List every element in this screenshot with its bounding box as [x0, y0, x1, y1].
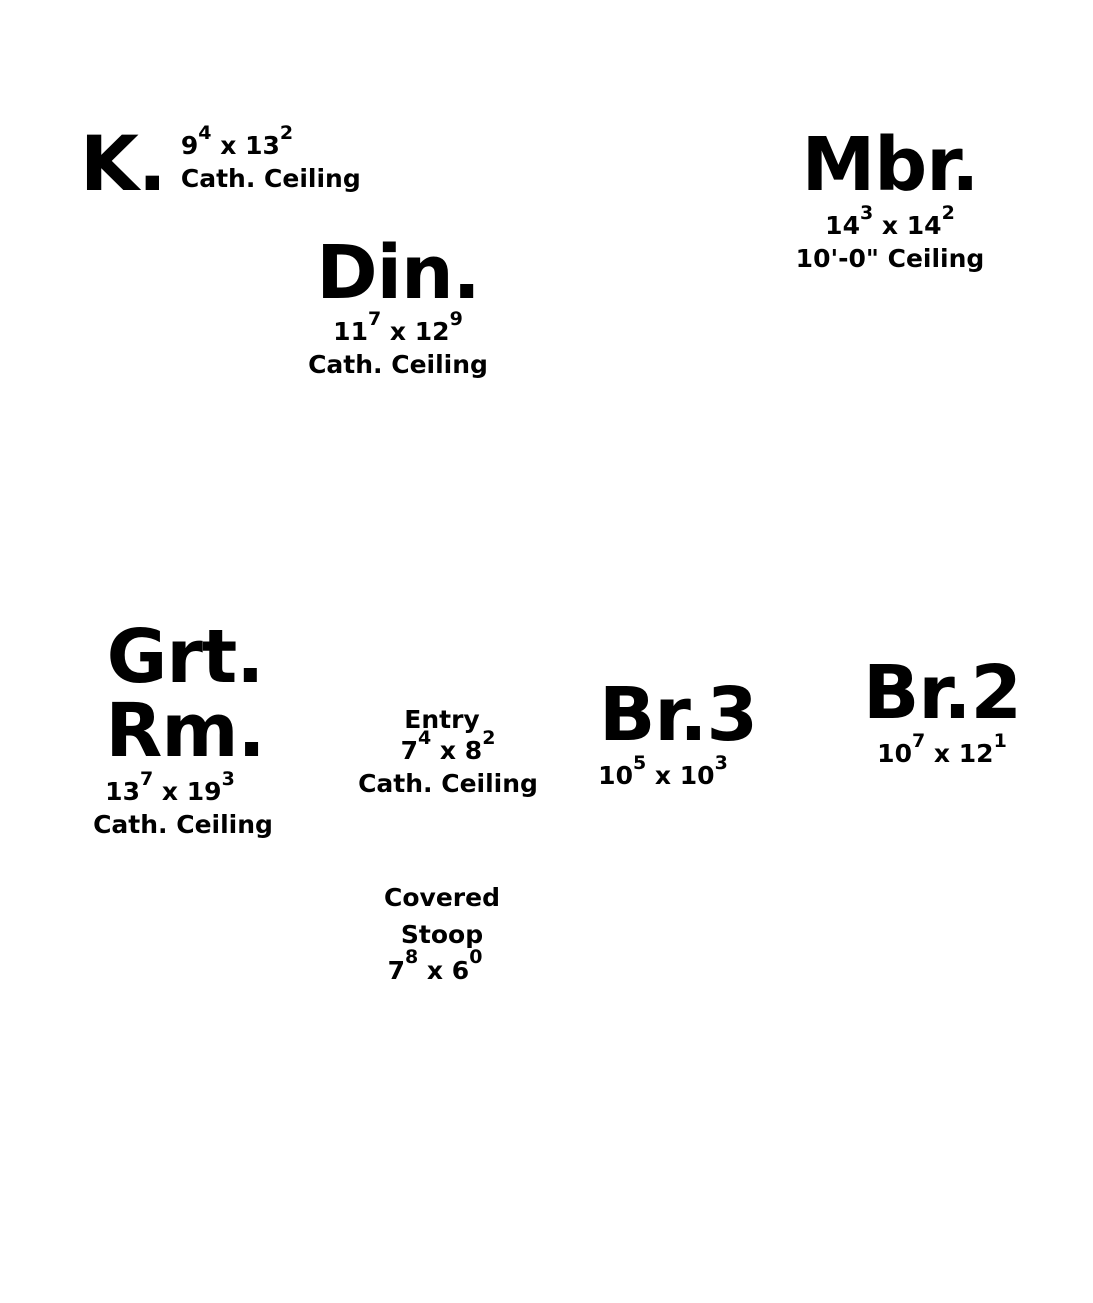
room-name-entry: Entry: [404, 705, 480, 734]
room-name-covered-stoop-line1: Covered: [384, 883, 500, 912]
room-master-bedroom: Mbr. 143 x 142 10'-0" Ceiling: [780, 128, 1000, 275]
dining-dimensions: 117 x 129: [333, 307, 463, 346]
room-name-master-bedroom: Mbr.: [801, 122, 980, 208]
great-room-dimensions: 137 x 193: [105, 767, 235, 806]
room-covered-stoop: Covered Stoop 78 x 60: [342, 882, 542, 987]
room-bedroom-2: Br.2 107 x 121: [842, 656, 1042, 771]
dining-ceiling: Cath. Ceiling: [308, 349, 488, 379]
room-name-covered-stoop-line2: Stoop: [400, 920, 484, 950]
room-name-great-room: Grt. Rm.: [105, 614, 265, 774]
covered-stoop-dimensions: 78 x 60: [387, 946, 483, 985]
great-room-ceiling: Cath. Ceiling: [93, 809, 273, 839]
room-great-room: Grt. Rm. 137 x 193 Cath. Ceiling: [30, 620, 340, 841]
entry-dimensions: 74 x 82: [400, 726, 496, 766]
room-name-bedroom-3: Br.3: [599, 672, 758, 758]
kitchen-dimensions: 94 x 132: [180, 121, 294, 160]
room-name-kitchen: K.: [80, 119, 167, 208]
room-name-dining: Din.: [316, 230, 481, 316]
entry-ceiling: Cath. Ceiling: [358, 768, 538, 798]
room-name-bedroom-2: Br.2: [863, 650, 1022, 736]
master-bedroom-ceiling: 10'-0" Ceiling: [795, 243, 985, 273]
room-dining: Din. 117 x 129 Cath. Ceiling: [298, 236, 498, 381]
room-entry: Entry 74 x 82 Cath. Ceiling: [348, 704, 548, 800]
master-bedroom-dimensions: 143 x 142: [825, 201, 955, 240]
bedroom-2-dimensions: 107 x 121: [877, 729, 1007, 768]
bedroom-3-dimensions: 105 x 103: [598, 751, 728, 790]
kitchen-info: 94 x 132 Cath. Ceiling: [180, 121, 361, 195]
room-kitchen: K. 94 x 132 Cath. Ceiling: [80, 119, 361, 208]
kitchen-ceiling: Cath. Ceiling: [180, 163, 361, 193]
room-bedroom-3: Br.3 105 x 103: [578, 678, 778, 793]
